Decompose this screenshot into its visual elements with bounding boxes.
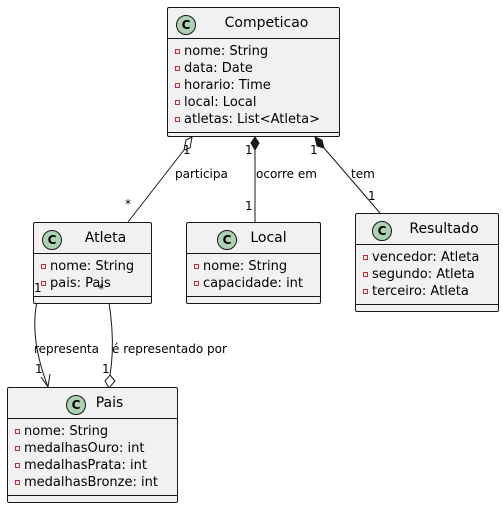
attribute: nome: String bbox=[14, 423, 171, 440]
class-stereotype-icon: C bbox=[372, 221, 392, 241]
private-visibility-icon bbox=[194, 264, 199, 269]
representa-to-multiplicity: 1 bbox=[35, 362, 43, 376]
attribute-list: nome: String medalhasOuro: int medalhasP… bbox=[8, 419, 177, 496]
class-stereotype-icon: C bbox=[42, 230, 62, 250]
private-visibility-icon bbox=[15, 480, 20, 485]
attribute-list: nome: String data: Date horario: Time lo… bbox=[168, 39, 339, 133]
class-stereotype-icon: C bbox=[66, 395, 86, 415]
private-visibility-icon bbox=[15, 463, 20, 468]
operation-list bbox=[8, 496, 177, 504]
attribute: terceiro: Atleta bbox=[362, 283, 492, 300]
attribute-list: nome: String pais: Pais bbox=[34, 254, 151, 297]
tem-from-multiplicity: 1 bbox=[310, 143, 318, 157]
class-atleta: C Atleta nome: String pais: Pais bbox=[33, 222, 152, 304]
class-name: Resultado bbox=[409, 221, 479, 237]
operation-list bbox=[187, 297, 320, 305]
class-name: Competicao bbox=[224, 15, 309, 31]
private-visibility-icon bbox=[363, 272, 368, 277]
attribute-list: vencedor: Atleta segundo: Atleta terceir… bbox=[356, 245, 498, 305]
representa-from-multiplicity: 1 bbox=[34, 281, 42, 295]
attribute: medalhasOuro: int bbox=[14, 440, 171, 457]
private-visibility-icon bbox=[41, 264, 46, 269]
ocorre-em-to-multiplicity: 1 bbox=[245, 199, 253, 213]
attribute: vencedor: Atleta bbox=[362, 249, 492, 266]
tem-to-multiplicity: 1 bbox=[368, 189, 376, 203]
attribute: medalhasPrata: int bbox=[14, 457, 171, 474]
class-local: C Local nome: String capacidade: int bbox=[186, 222, 321, 304]
class-header: C Pais bbox=[8, 388, 177, 419]
attribute: capacidade: int bbox=[193, 275, 314, 292]
private-visibility-icon bbox=[15, 446, 20, 451]
class-header: C Competicao bbox=[168, 8, 339, 39]
participa-to-multiplicity: * bbox=[125, 197, 131, 211]
class-stereotype-icon: C bbox=[176, 15, 196, 35]
tem-composition-diamond bbox=[314, 136, 325, 149]
attribute: segundo: Atleta bbox=[362, 266, 492, 283]
attribute: local: Local bbox=[174, 94, 333, 111]
class-name: Local bbox=[250, 230, 287, 246]
private-visibility-icon bbox=[175, 117, 180, 122]
class-resultado: C Resultado vencedor: Atleta segundo: At… bbox=[355, 213, 499, 312]
attribute: data: Date bbox=[174, 60, 333, 77]
attribute: nome: String bbox=[40, 258, 145, 275]
attribute: medalhasBronze: int bbox=[14, 474, 171, 491]
private-visibility-icon bbox=[194, 281, 199, 286]
private-visibility-icon bbox=[363, 255, 368, 260]
attribute-list: nome: String capacidade: int bbox=[187, 254, 320, 297]
class-competicao: C Competicao nome: String data: Date hor… bbox=[167, 7, 340, 137]
participa-line bbox=[127, 149, 185, 223]
representado-por-label: é representado por bbox=[112, 342, 227, 356]
class-name: Atleta bbox=[84, 230, 127, 246]
representado-por-from-multiplicity: * bbox=[98, 282, 104, 296]
attribute: atletas: List<Atleta> bbox=[174, 111, 333, 128]
ocorre-em-composition-diamond bbox=[250, 136, 260, 152]
class-header: C Resultado bbox=[356, 214, 498, 245]
class-stereotype-icon: C bbox=[217, 230, 237, 250]
ocorre-em-from-multiplicity: 1 bbox=[245, 143, 253, 157]
attribute: horario: Time bbox=[174, 77, 333, 94]
private-visibility-icon bbox=[41, 281, 46, 286]
class-name: Pais bbox=[95, 395, 124, 411]
private-visibility-icon bbox=[175, 49, 180, 54]
representado-por-to-multiplicity: 1 bbox=[102, 362, 110, 376]
attribute: nome: String bbox=[193, 258, 314, 275]
operation-list bbox=[356, 305, 498, 313]
tem-line bbox=[323, 147, 381, 214]
participa-from-multiplicity: 1 bbox=[183, 143, 191, 157]
class-header: C Local bbox=[187, 223, 320, 254]
class-header: C Atleta bbox=[34, 223, 151, 254]
private-visibility-icon bbox=[15, 429, 20, 434]
attribute: nome: String bbox=[174, 43, 333, 60]
private-visibility-icon bbox=[363, 289, 368, 294]
operation-list bbox=[168, 133, 339, 141]
participa-aggregation-diamond bbox=[183, 136, 193, 151]
participa-label: participa bbox=[175, 167, 228, 181]
private-visibility-icon bbox=[175, 100, 180, 105]
representa-label: representa bbox=[34, 342, 100, 356]
class-pais: C Pais nome: String medalhasOuro: int me… bbox=[7, 387, 178, 503]
operation-list bbox=[34, 297, 151, 305]
ocorre-em-label: ocorre em bbox=[256, 167, 317, 181]
private-visibility-icon bbox=[175, 83, 180, 88]
private-visibility-icon bbox=[175, 66, 180, 71]
attribute: pais: Pais bbox=[40, 275, 145, 292]
tem-label: tem bbox=[351, 167, 375, 181]
